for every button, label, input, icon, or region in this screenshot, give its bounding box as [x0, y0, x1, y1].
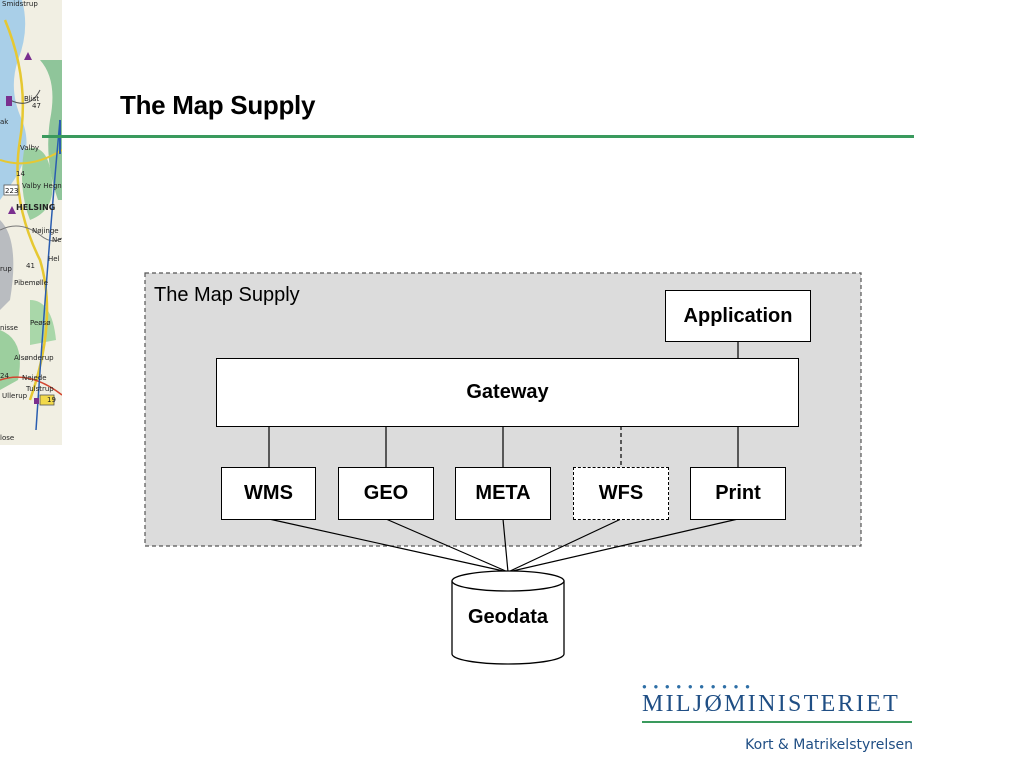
- map-label: Tulstrup: [25, 385, 54, 393]
- logo-divider: [642, 721, 912, 723]
- service-label: WFS: [598, 482, 644, 504]
- gateway-box: Gateway: [216, 358, 799, 427]
- application-box: Application: [665, 290, 811, 342]
- connector-meta-geodata: [502, 518, 509, 573]
- map-label: HELSING: [16, 203, 55, 212]
- map-label: nisse: [0, 324, 18, 332]
- service-box-print: Print: [690, 467, 786, 520]
- map-label: Hel: [48, 255, 60, 263]
- connector-geo-geodata: [385, 518, 509, 573]
- title-divider: [42, 135, 914, 138]
- map-label: Blist: [24, 95, 39, 103]
- map-label: 41: [26, 262, 35, 270]
- map-label: 223: [5, 187, 18, 195]
- geodata-label: Geodata: [467, 606, 549, 628]
- map-label: Valby: [20, 144, 39, 152]
- map-label: 19: [47, 396, 56, 404]
- map-label: 14: [16, 170, 25, 178]
- service-label: WMS: [244, 482, 293, 504]
- map-label: Alsønderup: [14, 354, 54, 362]
- map-label: Smidstrup: [2, 0, 38, 8]
- service-box-wfs: WFS: [573, 467, 669, 520]
- slide-title: The Map Supply: [120, 90, 316, 120]
- logo-ministry-name: MILJØMINISTERIET: [642, 691, 901, 717]
- topographic-map-strip: Smidstrup Blist Valby Valby Hegn 223 HEL…: [0, 0, 62, 445]
- map-label: Pibemølle: [14, 279, 48, 287]
- map-label: 24: [0, 372, 9, 380]
- map-label: Valby Hegn: [22, 182, 62, 190]
- connector-print-geodata: [507, 518, 739, 573]
- container-label: The Map Supply: [154, 284, 300, 306]
- gateway-label: Gateway: [466, 381, 549, 403]
- logo-dots-icon: ● ● ● ● ● ● ● ● ● ●: [642, 682, 753, 691]
- map-label: ak: [0, 118, 9, 126]
- map-label: Ne: [52, 236, 62, 244]
- map-label: Nøjinge: [32, 227, 59, 235]
- service-label: GEO: [363, 482, 409, 504]
- service-box-meta: META: [455, 467, 551, 520]
- connector-wms-geodata: [268, 518, 509, 573]
- service-box-wms: WMS: [221, 467, 316, 520]
- geodata-cylinder-icon: [451, 570, 565, 665]
- service-label: META: [475, 482, 531, 504]
- logo-agency-name: Kort & Matrikelstyrelsen: [745, 737, 913, 753]
- service-label: Print: [715, 482, 761, 504]
- application-label: Application: [683, 304, 793, 327]
- map-label: lose: [0, 434, 14, 442]
- connector-wfs-geodata: [507, 518, 622, 573]
- map-label: Nejede: [22, 374, 47, 382]
- ministry-logo: ● ● ● ● ● ● ● ● ● ● MILJØMINISTERIET Kor…: [640, 682, 915, 760]
- map-label: Peøsø: [30, 319, 51, 327]
- service-box-geo: GEO: [338, 467, 434, 520]
- map-label: rup: [0, 265, 12, 273]
- map-label: 47: [32, 102, 41, 110]
- map-label: Ullerup: [2, 392, 28, 400]
